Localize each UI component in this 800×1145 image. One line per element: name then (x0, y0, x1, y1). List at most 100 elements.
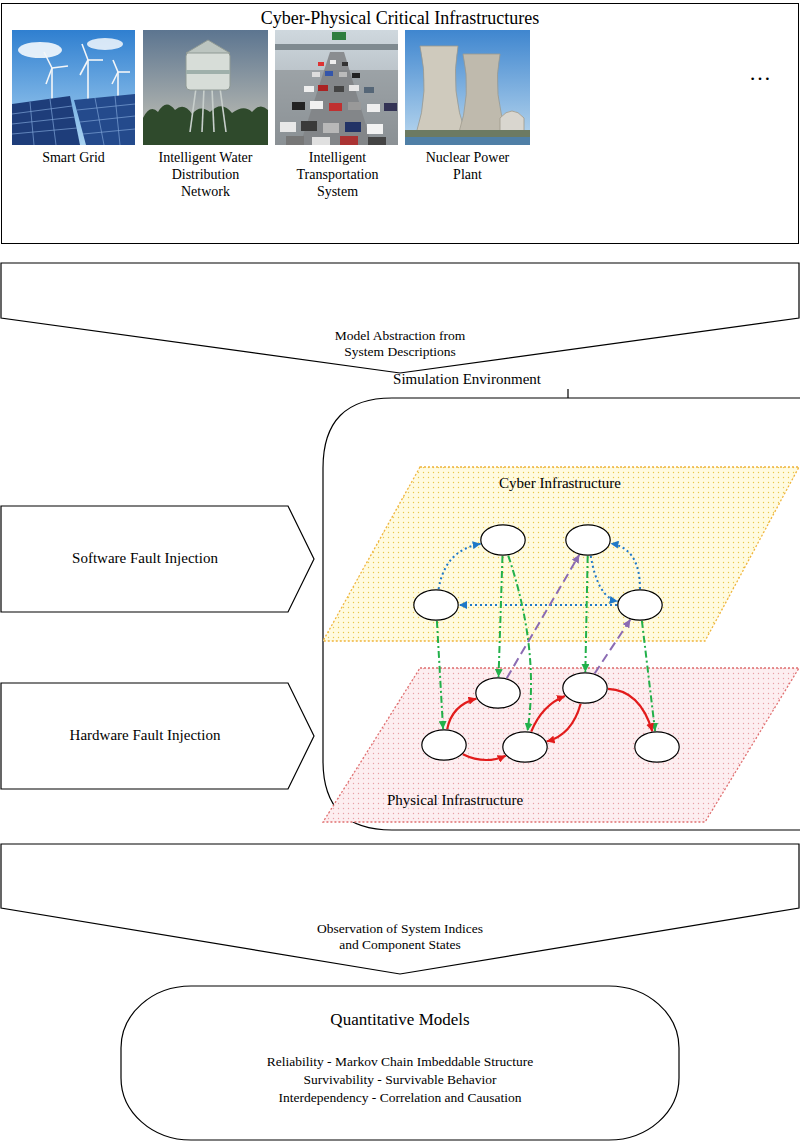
connector-arrow (439, 544, 481, 589)
ellipse-shape (481, 525, 525, 555)
connector-arrow (585, 556, 587, 672)
text-slot: Software Fault Injection (10, 549, 280, 567)
text-slot: Hardware Fault Injection (10, 726, 280, 744)
ellipse-shape (566, 525, 610, 555)
cyber-node (565, 524, 611, 556)
connector-arrow (499, 556, 503, 677)
infrastructure-panel: Cyber-Physical Critical Infrastructures (1, 3, 799, 244)
connector-arrow (507, 555, 580, 678)
cyber-node-outline (413, 589, 459, 621)
chev-shape (1, 844, 799, 974)
smart-grid-photo (12, 30, 135, 145)
arrow-shape (1, 506, 314, 612)
physical-node (634, 731, 680, 763)
connector-arrow (547, 704, 581, 742)
physical-node-outline (502, 731, 548, 763)
water-tower-photo (143, 30, 268, 145)
ellipse-shape (503, 732, 547, 762)
node-title: Hardware Fault Injection (10, 726, 280, 744)
text-slot: Reliability - Markov Chain Imbeddable St… (140, 1054, 660, 1070)
cyber-node (480, 524, 526, 556)
text-slot: Simulation Environment (367, 370, 567, 388)
injection-arrow: Software Fault Injection (0, 505, 316, 613)
leader-line (567, 389, 568, 398)
simulation-region-outline (322, 370, 800, 832)
node-text: Survivability - Survivable Behavior (140, 1072, 660, 1088)
text-slot: Interdependency - Correlation and Causat… (140, 1090, 660, 1106)
node-text: Reliability - Markov Chain Imbeddable St… (140, 1054, 660, 1070)
node-title: Quantitative Models (140, 1010, 660, 1030)
cyber-node-outline (480, 524, 526, 556)
text-slot: … (740, 60, 780, 86)
text-slot: Smart Grid (21, 150, 126, 167)
connector-arrow (610, 543, 640, 589)
connector-arrow (437, 621, 443, 729)
cyber-plane-outline (322, 466, 800, 642)
physical-plane: Physical Infrastructure (322, 667, 800, 823)
connector-arrow (591, 556, 618, 601)
connector-arrow (642, 621, 655, 731)
process-chevron: Observation of System Indices and Compon… (0, 843, 800, 976)
node-title: Software Fault Injection (10, 549, 280, 567)
ellipse-shape (414, 590, 458, 620)
connector-arrow (531, 696, 565, 732)
injection-arrow: Hardware Fault Injection (0, 682, 316, 790)
ellipse-shape (476, 678, 520, 708)
text-slot: Nuclear Power Plant (415, 150, 520, 184)
arrow-shape (1, 683, 314, 789)
node-title: Cyber-Physical Critical Infrastructures (2, 8, 798, 30)
process-chevron: Model Abstraction from System Descriptio… (0, 262, 800, 375)
connector-arrow (447, 699, 476, 730)
text-slot: Model Abstraction from System Descriptio… (325, 328, 475, 360)
physical-node (421, 729, 467, 761)
ellipse-shape (422, 730, 466, 760)
cyber-node (617, 589, 663, 621)
text-slot: Quantitative Models (140, 1010, 660, 1030)
simulation-region: Simulation EnvironmentCyber Infrastructu… (322, 370, 800, 832)
ellipse-shape (563, 673, 607, 703)
plane-shape (323, 668, 799, 822)
cyber-node-outline (617, 589, 663, 621)
caption-label: Intelligent Transportation System (285, 150, 390, 200)
text-slot: Survivability - Survivable Behavior (140, 1072, 660, 1088)
plane-shape (323, 467, 799, 641)
node-title: Physical Infrastructure (370, 791, 540, 809)
connector-arrow (608, 689, 652, 731)
traffic-photo (275, 30, 398, 145)
node-title: Observation of System Indices and Compon… (310, 921, 490, 953)
text-slot: Cyber Infrastructure (470, 474, 650, 492)
text-slot: Intelligent Transportation System (285, 150, 390, 200)
models-box: Quantitative ModelsReliability - Markov … (120, 985, 680, 1141)
text-slot: Observation of System Indices and Compon… (310, 921, 490, 953)
node-title: Cyber Infrastructure (470, 474, 650, 492)
physical-node (502, 731, 548, 763)
physical-node-outline (634, 731, 680, 763)
ellipse-shape (635, 732, 679, 762)
node-title: Simulation Environment (367, 370, 567, 388)
physical-node-outline (562, 672, 608, 704)
ellipse-shape (618, 590, 662, 620)
node-title: Model Abstraction from System Descriptio… (325, 328, 475, 360)
cyber-node (413, 589, 459, 621)
connector-arrow (595, 620, 631, 674)
stadium-shape (121, 986, 679, 1140)
cyber-plane: Cyber Infrastructure (322, 466, 800, 642)
node-text: Interdependency - Correlation and Causat… (140, 1090, 660, 1106)
physical-node (475, 677, 521, 709)
text-slot: Intelligent Water Distribution Network (153, 150, 258, 200)
process-chevron-outline (0, 843, 800, 976)
physical-node (562, 672, 608, 704)
text-slot: Physical Infrastructure (370, 791, 540, 809)
connector-arrow (463, 754, 506, 760)
text-slot: Cyber-Physical Critical Infrastructures (2, 8, 798, 30)
physical-node-outline (475, 677, 521, 709)
physical-node-outline (421, 729, 467, 761)
cyber-node-outline (565, 524, 611, 556)
caption-label: Smart Grid (21, 150, 126, 167)
chev-shape (1, 263, 799, 373)
caption-label: Nuclear Power Plant (415, 150, 520, 184)
caption-label: … (740, 60, 780, 86)
caption-label: Intelligent Water Distribution Network (153, 150, 258, 200)
